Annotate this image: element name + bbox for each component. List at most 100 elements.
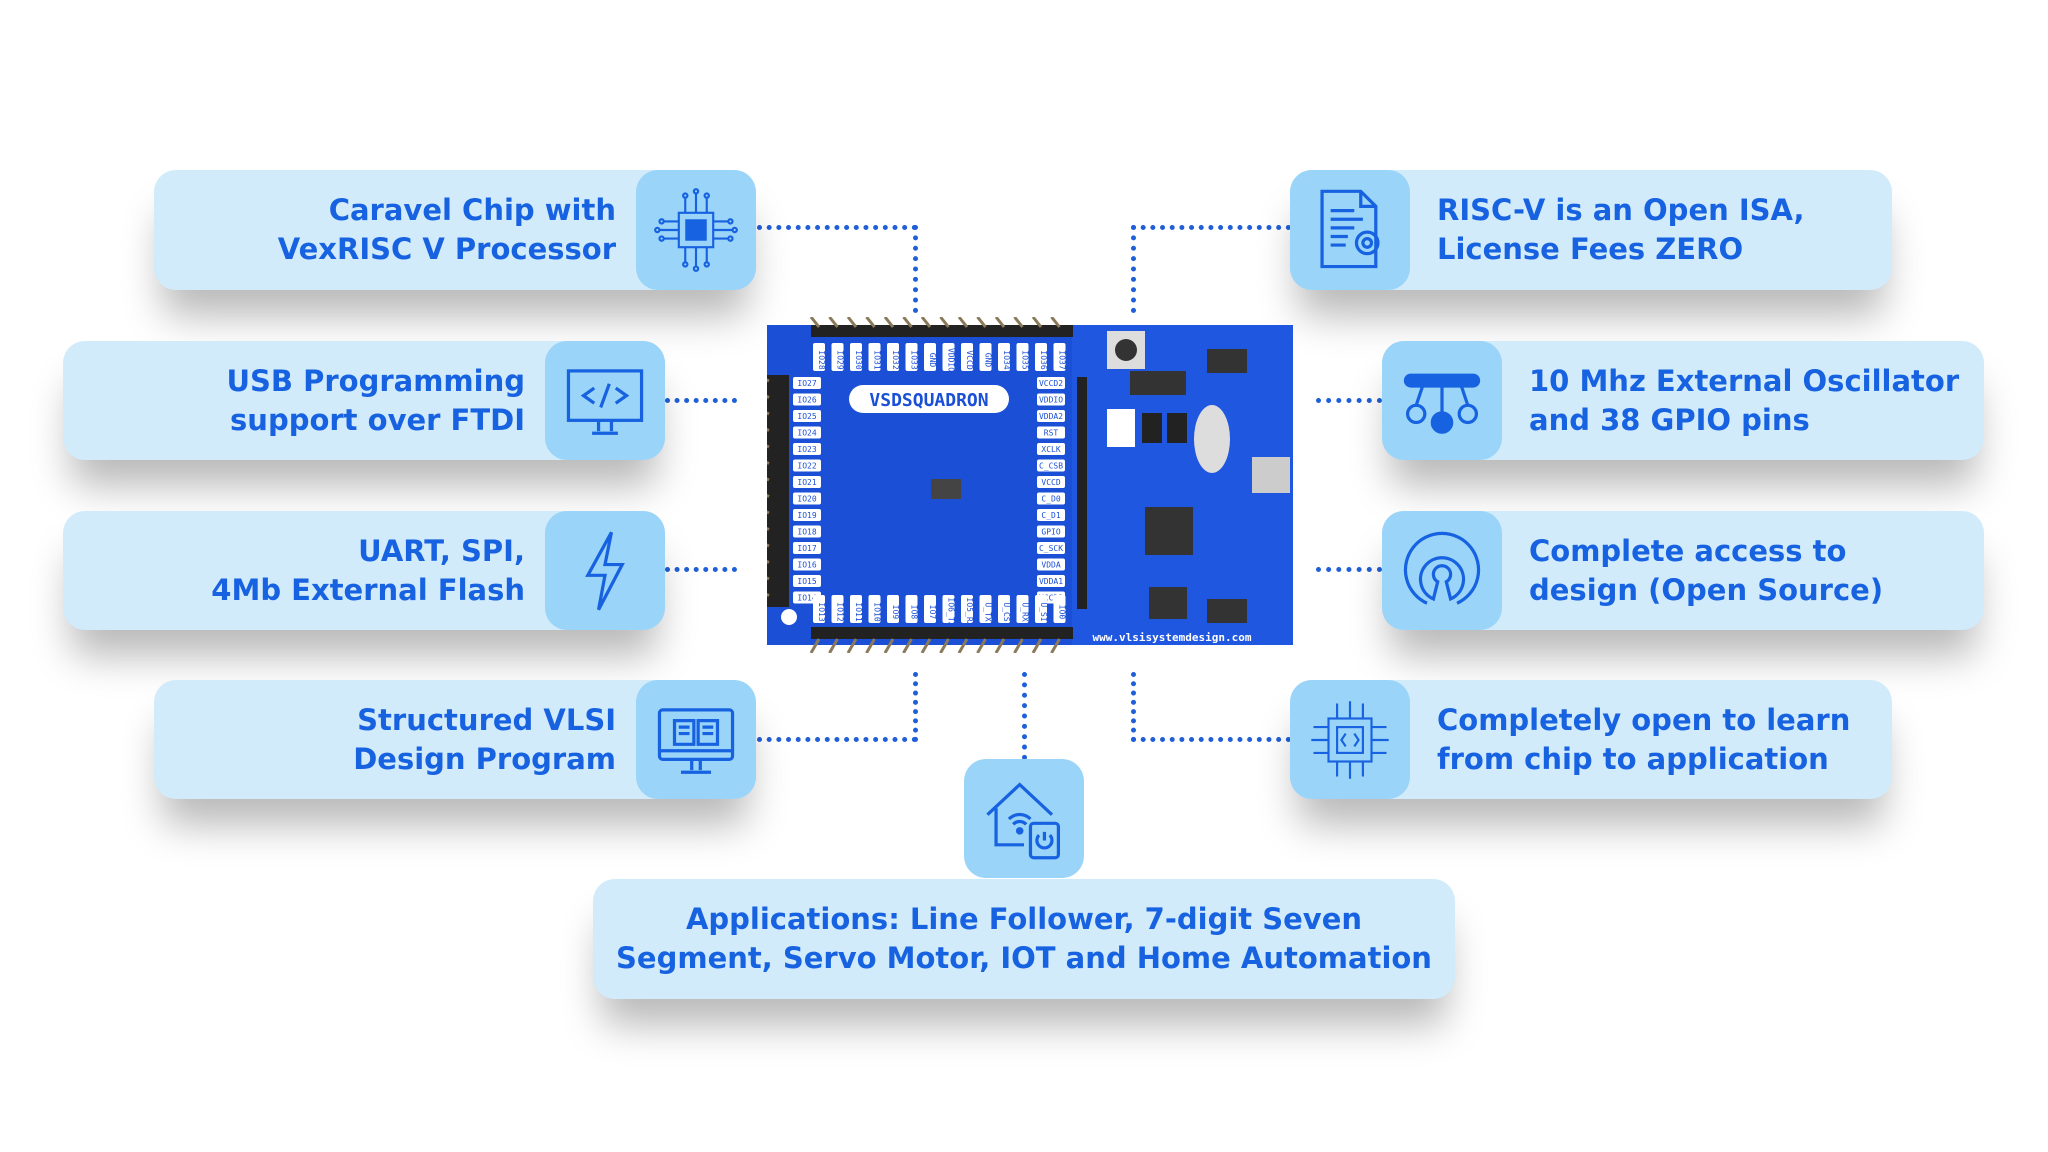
header-pins-bottom	[809, 627, 1073, 653]
feature-text: design (Open Source)	[1529, 572, 1884, 607]
header-pins-top	[809, 317, 1073, 337]
pin-label-bottom: IO8	[910, 605, 919, 620]
applications-text: Segment, Servo Motor, IOT and Home Autom…	[616, 941, 1432, 975]
pin-label-right: VDDIO	[1039, 396, 1063, 405]
pin-label-right: VCCD2	[1039, 379, 1063, 388]
processor-chip-icon	[654, 188, 738, 272]
feature-card-risc-v-open-isa: RISC-V is an Open ISA, License Fees ZERO	[1290, 170, 1892, 290]
pin-label-bottom: IO6_TX	[947, 598, 956, 627]
feature-text: from chip to application	[1437, 741, 1829, 776]
pin-label-top: IO31	[873, 350, 882, 369]
pin-label-bottom: U_SI	[1039, 602, 1048, 621]
pin-label-top: IO35	[1021, 350, 1030, 369]
vsdsquadron-board: IO28 IO29 IO30 IO31 IO32 IO33 GND VDDIO VCCD GND I…	[767, 317, 1293, 653]
pin-label-top: IO29	[836, 350, 845, 369]
open-source-hardware-logo	[781, 609, 797, 625]
applications-card: Applications: Line Follower, 7-digit Sev…	[593, 879, 1455, 999]
connector-line	[757, 737, 917, 742]
connector-line	[665, 398, 737, 403]
feature-text: RISC-V is an Open ISA,	[1437, 193, 1805, 227]
pin-label-top: IO33	[910, 350, 919, 369]
pin-label-right: C_D0	[1041, 495, 1060, 504]
pin-label-right: GPIO	[1041, 528, 1060, 537]
feature-text: VexRISC V Processor	[277, 232, 616, 266]
pin-label-left: IO14	[797, 594, 816, 603]
board-url: www.vlsisystemdesign.com	[1093, 631, 1252, 644]
feature-text: 4Mb External Flash	[211, 572, 525, 607]
pin-label-top: GND	[984, 353, 993, 368]
pin-label-bottom: IO10	[873, 602, 882, 621]
feature-card-vlsi-program: Structured VLSI Design Program	[154, 680, 756, 799]
feature-text: and 38 GPIO pins	[1529, 402, 1810, 437]
feature-card-open-to-learn: Completely open to learn from chip to app…	[1290, 680, 1892, 799]
pin-label-right: C_D1	[1041, 511, 1060, 520]
pin-label-right: VDDA2	[1039, 412, 1063, 421]
pin-label-bottom: U_CS	[1002, 602, 1011, 621]
pin-label-left: IO23	[797, 445, 816, 454]
applications-text: Applications: Line Follower, 7-digit Sev…	[685, 902, 1363, 936]
smart-home-icon	[986, 781, 1061, 859]
feature-card-uart-spi: UART, SPI, 4Mb External Flash	[63, 511, 665, 630]
feature-text: UART, SPI,	[358, 533, 525, 568]
pin-label-bottom: IO13	[817, 602, 826, 621]
feature-text: 10 Mhz External Oscillator	[1529, 363, 1960, 398]
pin-label-bottom: IO9	[891, 605, 900, 620]
feature-text: Caravel Chip with	[328, 193, 616, 227]
pin-label-top: IO36	[1039, 350, 1048, 369]
pin-label-left: IO27	[797, 379, 816, 388]
pin-label-left: IO17	[797, 544, 816, 553]
pin-label-bottom: U_RX	[1021, 602, 1030, 621]
pin-label-top: VDDIO	[947, 348, 956, 372]
pin-label-right: VCCD	[1041, 478, 1060, 487]
monitor-code-icon	[566, 368, 644, 435]
pin-label-bottom: IO7	[928, 605, 937, 620]
pin-label-right: C_CSB	[1039, 462, 1063, 471]
pin-label-right: VDDA	[1041, 561, 1060, 570]
pin-label-bottom: U_TX	[984, 602, 993, 621]
pin-label-left: IO24	[797, 429, 816, 438]
connector-line	[1131, 225, 1291, 230]
pin-label-left: IO21	[797, 478, 816, 487]
connector-line	[1131, 737, 1291, 742]
pin-label-left: IO22	[797, 462, 816, 471]
lightning-bolt-icon	[585, 531, 625, 610]
feature-text: Completely open to learn	[1437, 702, 1851, 737]
pin-label-bottom: IO12	[836, 602, 845, 621]
pin-label-right: VCCD1	[1039, 594, 1063, 603]
pin-label-top: GND	[928, 353, 937, 368]
board-name: VSDSQUADRON	[869, 390, 988, 411]
pin-label-left: IO19	[797, 511, 816, 520]
pin-label-left: IO16	[797, 561, 816, 570]
certificate-document-icon	[1320, 189, 1380, 269]
feature-text: License Fees ZERO	[1437, 232, 1744, 266]
pin-label-bottom: IO0	[1058, 605, 1067, 620]
feature-text: support over FTDI	[230, 402, 525, 437]
pin-label-left: IO15	[797, 577, 816, 586]
feature-text: Structured VLSI	[357, 702, 616, 737]
connector-line	[1131, 672, 1136, 742]
pin-label-bottom: IO5_RX	[965, 598, 974, 627]
pin-label-top: VCCD	[965, 350, 974, 369]
feature-text: Design Program	[353, 741, 616, 776]
header-pins-left	[767, 375, 789, 607]
feature-card-oscillator-gpio: 10 Mhz External Oscillator and 38 GPIO pi…	[1382, 341, 1984, 460]
pin-label-left: IO20	[797, 495, 816, 504]
pin-label-right: XCLK	[1041, 445, 1060, 454]
pin-label-top: IO30	[854, 350, 863, 369]
pin-label-left: IO25	[797, 412, 816, 421]
pin-label-top: IO28	[817, 350, 826, 369]
connector-line	[1022, 672, 1027, 760]
pin-label-right: C_SCK	[1039, 544, 1063, 553]
connector-line	[757, 225, 917, 230]
pin-label-right: RST	[1044, 429, 1059, 438]
chip-circuit-icon	[1311, 700, 1389, 779]
connector-line	[913, 672, 918, 742]
connector-line	[1316, 398, 1382, 403]
oscillator-icon	[1403, 373, 1481, 434]
connector-line	[1316, 567, 1382, 572]
pin-label-top: IO32	[891, 350, 900, 369]
applications-icon-box	[964, 759, 1084, 878]
